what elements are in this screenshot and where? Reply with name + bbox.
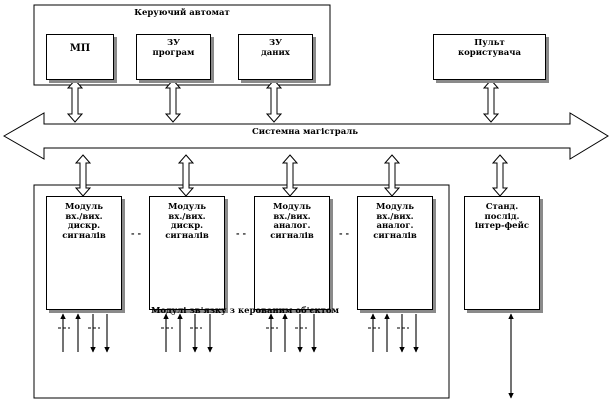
user-panel-bus-connector [482,79,500,123]
io-module-3: Модуль вх./вих. аналог. сигналів [254,196,330,310]
data-memory-label: ЗУ даних [261,38,290,58]
data-memory-bus-connector [265,79,283,123]
io-module-1-bus-connector [74,154,92,197]
system-bus-label: Системна магістраль [252,127,358,137]
program-memory-bus-connector [164,79,182,123]
std-interface-label: Станд. послід. інтер-фейс [474,202,530,231]
data-memory-block: ЗУ даних [238,34,313,80]
io-module-4: Модуль вх./вих. аналог. сигналів [357,196,433,310]
link-modules-label: Модулі зв'язку з керованим об'єктом [151,306,339,316]
module-ellipsis: - - [130,229,141,239]
io-module-1: Модуль вх./вих. дискр. сигналів [46,196,122,310]
io-module-4-bus-connector [383,154,401,197]
module-ellipsis: - - [338,229,349,239]
program-memory-block: ЗУ програм [136,34,211,80]
system-bus-arrow [2,112,609,160]
io-module-4-label: Модуль вх./вих. аналог. сигналів [373,202,417,241]
std-interface-block: Станд. послід. інтер-фейс [464,196,540,310]
io-module-3-label: Модуль вх./вих. аналог. сигналів [270,202,314,241]
user-panel-block: Пульт користувача [433,34,546,80]
io-module-2-bus-connector [177,154,195,197]
mp-label: МП [69,43,91,54]
std-interface-bus-connector [491,154,509,197]
io-module-3-bus-connector [281,154,299,197]
program-memory-label: ЗУ програм [152,38,195,58]
io-module-2-label: Модуль вх./вих. дискр. сигналів [165,202,209,241]
io-module-2: Модуль вх./вих. дискр. сигналів [149,196,225,310]
io-module-1-label: Модуль вх./вих. дискр. сигналів [62,202,106,241]
mp-bus-connector [66,79,84,123]
mp-block: МП [46,34,114,80]
user-panel-label: Пульт користувача [457,38,522,58]
module-ellipsis: - - [235,229,246,239]
control-automaton-title: Керуючий автомат [134,8,230,18]
